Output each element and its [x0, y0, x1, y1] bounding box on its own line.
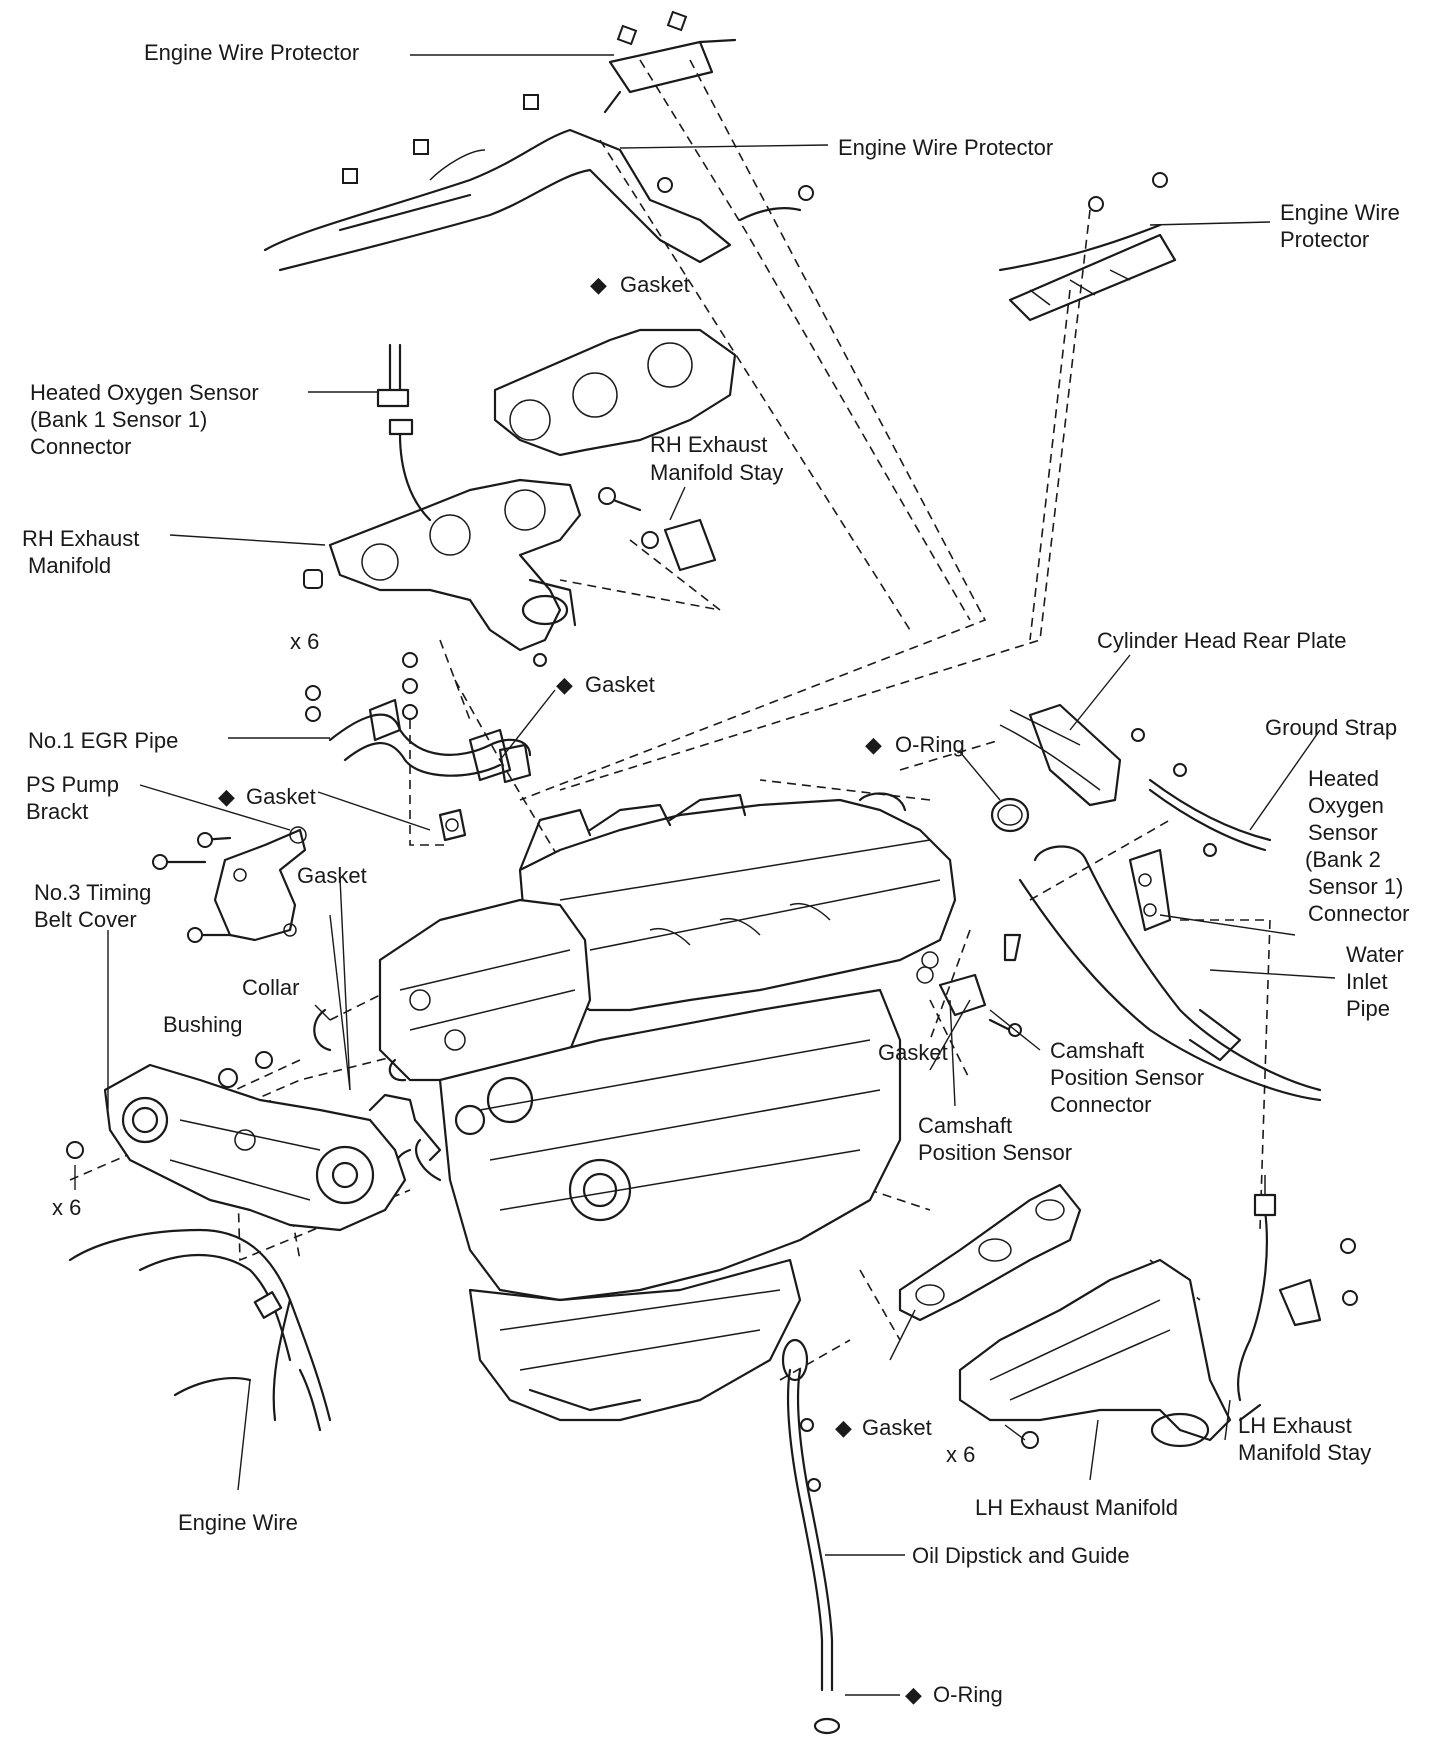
label-gasket-egr: Gasket — [585, 672, 655, 697]
label-ps-pump-a: PS Pump — [26, 772, 119, 797]
label-engine-wire-protector-3a: Engine Wire — [1280, 200, 1400, 225]
label-no3-timing-b: Belt Cover — [34, 907, 137, 932]
ground-strap — [1148, 778, 1272, 852]
label-gasket-ps: Gasket — [246, 784, 316, 809]
label-ground-strap: Ground Strap — [1265, 715, 1397, 740]
label-lh-stay-a: LH Exhaust — [1238, 1413, 1352, 1438]
label-cam-conn-a: Camshaft — [1050, 1038, 1144, 1063]
o-ring-upper — [990, 797, 1030, 833]
label-x6-rh: x 6 — [290, 629, 319, 654]
water-inlet-pipe — [1018, 845, 1322, 1102]
new-part-marker: ◆ — [590, 272, 607, 297]
label-lh-stay-b: Manifold Stay — [1238, 1440, 1371, 1465]
label-heated-o2-bank2-e: Sensor 1) — [1308, 874, 1403, 899]
label-o-ring-lower: O-Ring — [933, 1682, 1003, 1707]
rh-exhaust-manifold-stay — [598, 487, 717, 572]
label-engine-wire-protector-1: Engine Wire Protector — [144, 40, 359, 65]
label-water-inlet-b: Inlet — [1346, 969, 1388, 994]
egr-pipe — [305, 652, 532, 784]
engine-block — [378, 792, 957, 1422]
label-cyl-head-rear-plate: Cylinder Head Rear Plate — [1097, 628, 1346, 653]
engine-wire-protector-top — [603, 10, 737, 114]
gasket-rings — [66, 1008, 442, 1162]
label-gasket-lh: Gasket — [862, 1415, 932, 1440]
label-rh-manifold-a: RH Exhaust — [22, 526, 139, 551]
oil-dipstick — [781, 1338, 841, 1735]
label-rh-stay-a: RH Exhaust — [650, 432, 767, 457]
new-part-marker: ◆ — [905, 1682, 922, 1707]
engine-wire-protector-right — [998, 172, 1177, 322]
label-gasket-cam: Gasket — [878, 1040, 948, 1065]
label-oil-dipstick: Oil Dipstick and Guide — [912, 1543, 1130, 1568]
rh-exhaust-manifold — [303, 478, 582, 667]
label-heated-o2-bank2-c: Sensor — [1308, 820, 1378, 845]
label-heated-o2-bank2-f: Connector — [1308, 901, 1410, 926]
label-water-inlet-a: Water — [1346, 942, 1404, 967]
label-o-ring-upper: O-Ring — [895, 732, 965, 757]
labels: Engine Wire Protector Engine Wire Protec… — [22, 40, 1410, 1707]
heated-o2-sensor-bank2 — [1128, 843, 1217, 932]
label-rh-stay-b: Manifold Stay — [650, 460, 783, 485]
label-no3-timing-a: No.3 Timing — [34, 880, 151, 905]
o2-sensor-cable — [1236, 1175, 1277, 1402]
label-cam-sensor-b: Position Sensor — [918, 1140, 1072, 1165]
label-heated-o2-bank1-a: Heated Oxygen Sensor — [30, 380, 259, 405]
label-lh-manifold: LH Exhaust Manifold — [975, 1495, 1178, 1520]
new-part-marker: ◆ — [835, 1415, 852, 1440]
label-heated-o2-bank2-a: Heated — [1308, 766, 1379, 791]
new-part-marker: ◆ — [218, 784, 235, 809]
label-cam-sensor-a: Camshaft — [918, 1113, 1012, 1138]
new-part-marker: ◆ — [865, 732, 882, 757]
label-bushing: Bushing — [163, 1012, 243, 1037]
collar-bushing — [218, 1051, 273, 1088]
lh-exhaust-manifold-stay — [1238, 1238, 1358, 1422]
label-x6-lh: x 6 — [946, 1442, 975, 1467]
gasket-ps — [438, 808, 467, 842]
label-x6-left: x 6 — [52, 1195, 81, 1220]
label-heated-o2-bank1-c: Connector — [30, 434, 132, 459]
label-engine-wire-protector-3b: Protector — [1280, 227, 1369, 252]
lh-exhaust-manifold — [898, 1183, 1232, 1449]
engine-wire-protector-long — [263, 94, 814, 272]
heated-o2-sensor-bank1 — [376, 343, 432, 522]
label-heated-o2-bank2-d: (Bank 2 — [1305, 847, 1381, 872]
label-gasket-mid: Gasket — [297, 863, 367, 888]
label-gasket-top: Gasket — [620, 272, 690, 297]
label-engine-wire: Engine Wire — [178, 1510, 298, 1535]
new-part-marker: ◆ — [556, 672, 573, 697]
timing-belt-cover-3 — [103, 1063, 407, 1232]
gasket-top — [493, 328, 737, 457]
label-engine-wire-protector-2: Engine Wire Protector — [838, 135, 1053, 160]
cylinder-head-rear-plate — [999, 703, 1187, 807]
label-rh-manifold-b: Manifold — [28, 553, 111, 578]
ps-pump-bracket — [152, 826, 307, 943]
leader-lines — [74, 54, 1336, 1696]
label-heated-o2-bank1-b: (Bank 1 Sensor 1) — [30, 407, 207, 432]
label-ps-pump-b: Brackt — [26, 799, 88, 824]
camshaft-position-sensor — [916, 933, 1022, 1037]
label-heated-o2-bank2-b: Oxygen — [1308, 793, 1384, 818]
label-cam-conn-c: Connector — [1050, 1092, 1152, 1117]
label-water-inlet-c: Pipe — [1346, 996, 1390, 1021]
label-no1-egr-pipe: No.1 EGR Pipe — [28, 728, 178, 753]
label-collar: Collar — [242, 975, 299, 1000]
engine-wire-harness — [68, 1228, 332, 1432]
label-cam-conn-b: Position Sensor — [1050, 1065, 1204, 1090]
